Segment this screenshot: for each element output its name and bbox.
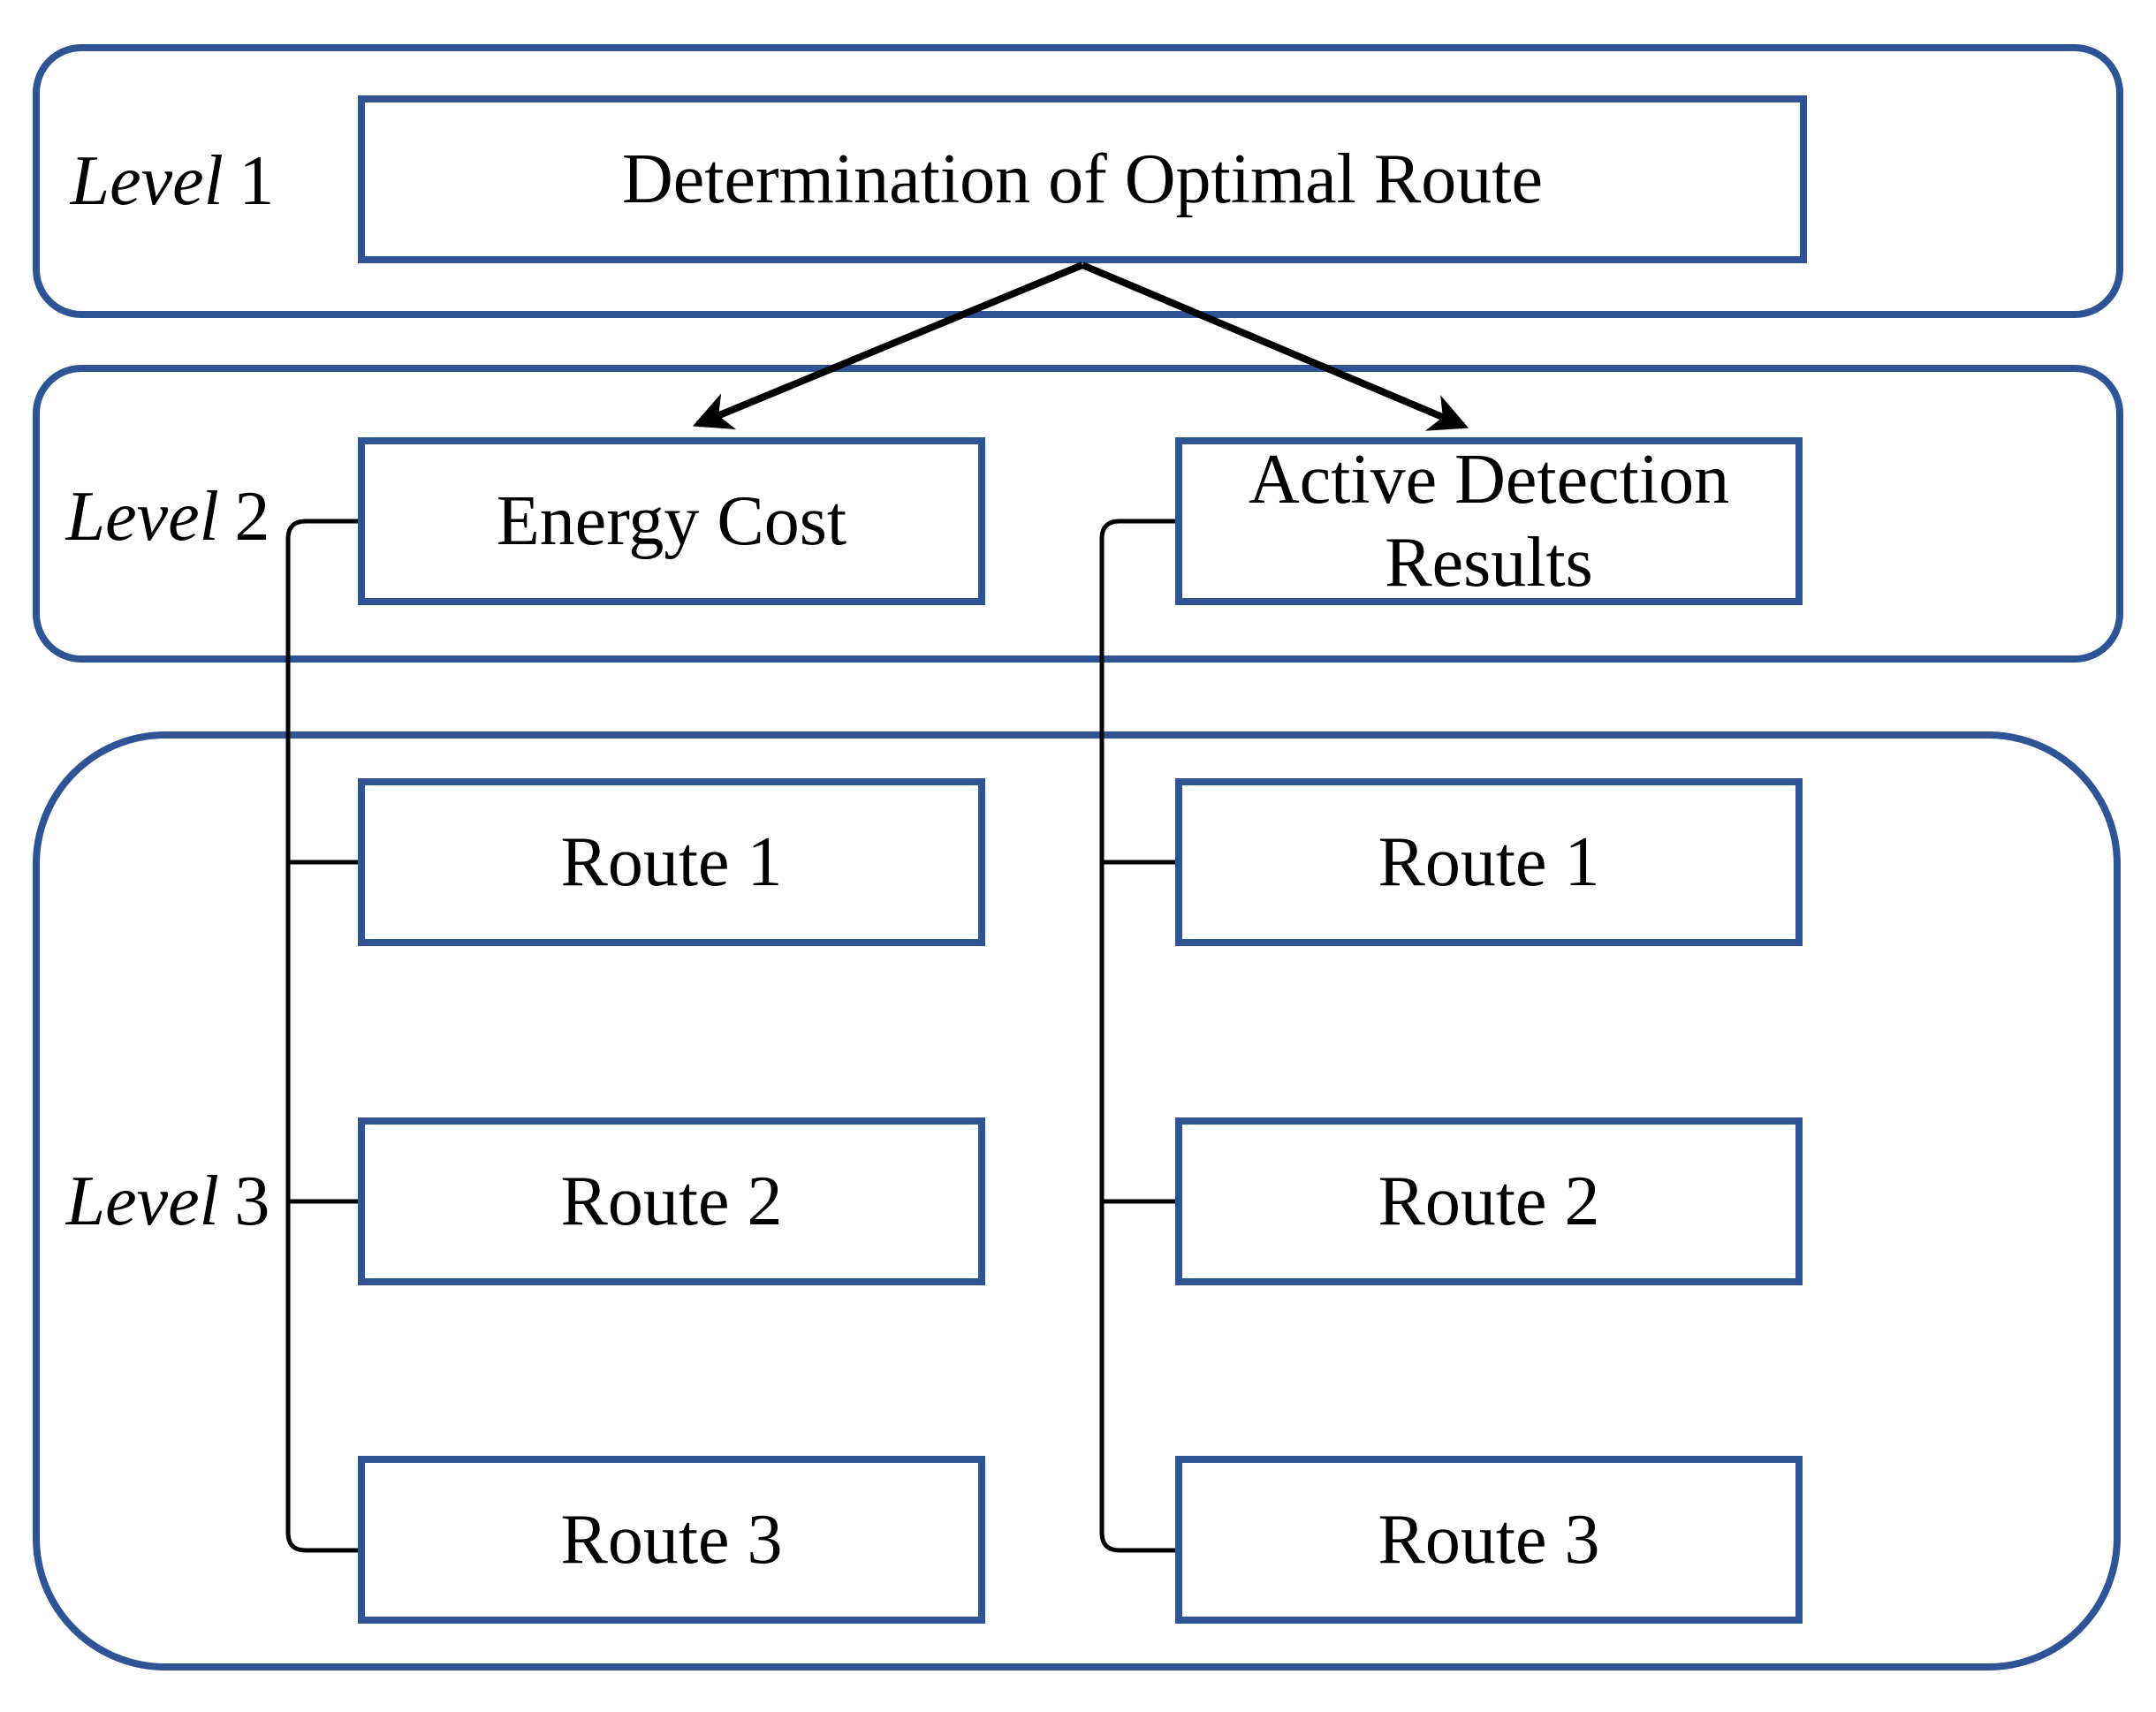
level-2-label-number: 2 [234, 477, 270, 556]
node-route-1-active-detection: Route 1 [1175, 778, 1803, 946]
level-1-label-word: Level [70, 141, 224, 220]
node-route-3-active-detection: Route 3 [1175, 1456, 1803, 1624]
node-route-1-energy-cost: Route 1 [358, 778, 985, 946]
node-determination-of-optimal-route: Determination of Optimal Route [358, 95, 1807, 263]
level-1-label-number: 1 [239, 141, 275, 220]
node-energy-cost: Energy Cost [358, 437, 985, 605]
level-3-label-number: 3 [234, 1162, 270, 1240]
level-3-label: Level 3 [40, 1117, 296, 1285]
level-2-band [33, 365, 2123, 663]
level-3-label-word: Level [65, 1162, 219, 1240]
level-2-label-word: Level [65, 477, 219, 556]
node-route-2-active-detection: Route 2 [1175, 1117, 1803, 1285]
level-2-label: Level 2 [40, 433, 296, 601]
node-route-3-energy-cost: Route 3 [358, 1456, 985, 1624]
level-1-label: Level 1 [44, 97, 300, 265]
node-route-2-energy-cost: Route 2 [358, 1117, 985, 1285]
level-3-band [33, 731, 2121, 1670]
node-active-detection-results: Active Detection Results [1175, 437, 1803, 605]
